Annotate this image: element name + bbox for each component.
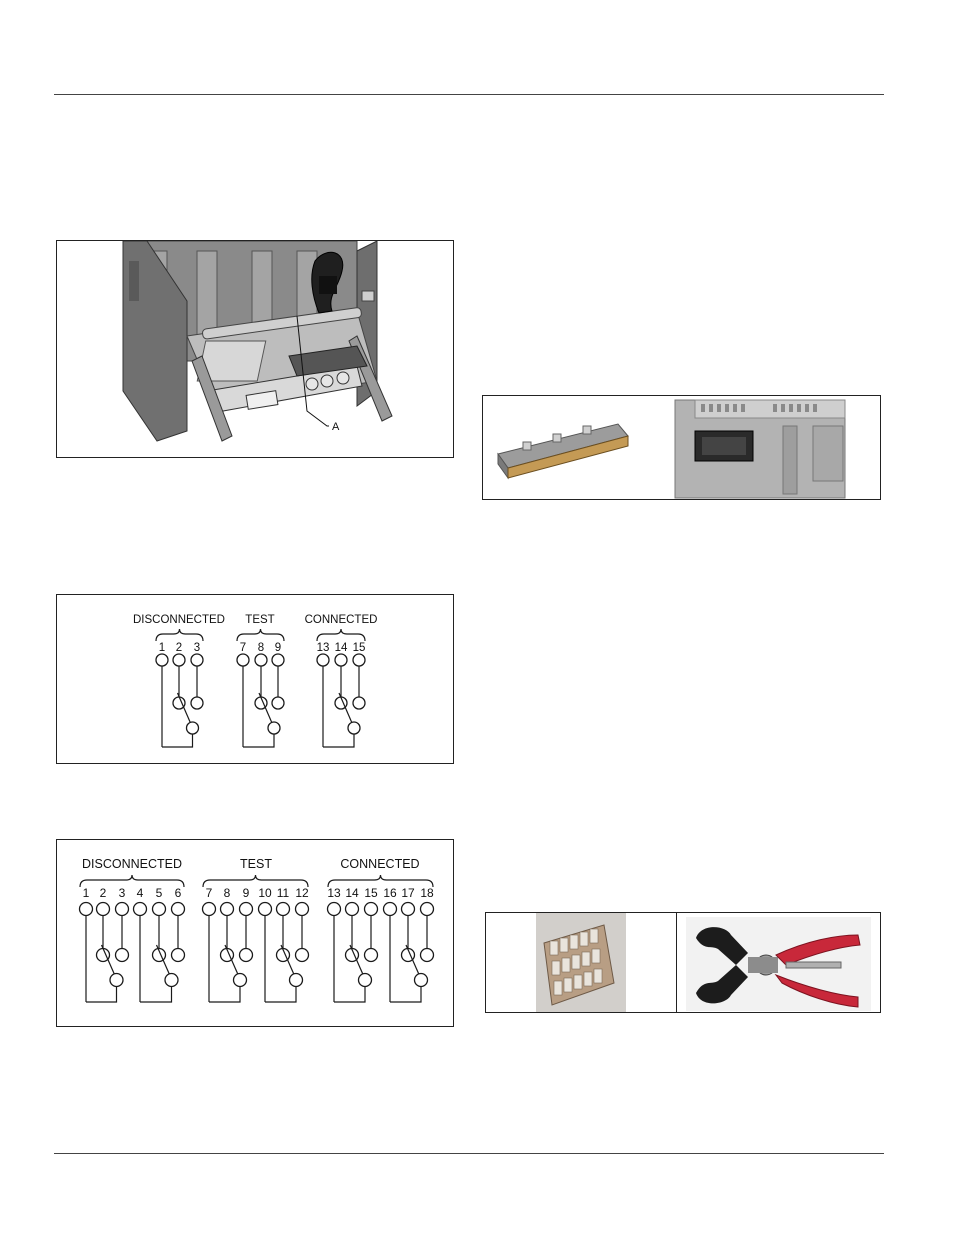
figure-connector-blocks xyxy=(482,395,881,500)
diagram3-group-label: CONNECTED xyxy=(305,614,378,626)
diagram6-group-brace xyxy=(80,875,184,887)
diagram6-group-label: DISCONNECTED xyxy=(82,857,182,871)
diagram6-terminal-number: 14 xyxy=(345,886,359,900)
connector-block-illustration xyxy=(483,396,881,500)
diagram6-terminal-number: 6 xyxy=(175,886,182,900)
diagram3-group-brace xyxy=(317,629,365,641)
diagram6-terminal-number: 9 xyxy=(243,886,250,900)
diagram3-group-label: DISCONNECTED xyxy=(133,614,225,626)
diagram6-terminal-number: 2 xyxy=(100,886,107,900)
diagram6-switch xyxy=(259,903,309,1003)
diagram6-terminal-number: 11 xyxy=(277,886,290,900)
diagram6-terminal-number: 10 xyxy=(258,886,272,900)
diagram6-terminal-number: 3 xyxy=(119,886,126,900)
cradle-illustration: A xyxy=(57,241,454,458)
diagram6-terminal-number: 15 xyxy=(364,886,378,900)
header-rule xyxy=(54,94,884,95)
diagram6-terminal-number: 13 xyxy=(327,886,341,900)
diagram3-group-brace xyxy=(156,629,203,641)
diagram6-switch xyxy=(203,903,253,1003)
diagram3-terminal-number: 15 xyxy=(353,642,366,654)
terminal-tools-illustration xyxy=(486,913,881,1013)
callout-label-a: A xyxy=(332,421,340,433)
diagram6-group-label: CONNECTED xyxy=(340,857,419,871)
diagram3-group-brace xyxy=(237,629,284,641)
diagram3-terminal-number: 2 xyxy=(176,642,182,654)
diagram6-terminal-number: 7 xyxy=(206,886,213,900)
diagram6-terminal-number: 4 xyxy=(137,886,144,900)
diagram3-terminal-number: 7 xyxy=(240,642,246,654)
diagram6-terminal-number: 16 xyxy=(383,886,397,900)
diagram6-group-brace xyxy=(203,875,308,887)
diagram3-switch xyxy=(317,654,365,747)
diagram3-terminal-number: 13 xyxy=(317,642,330,654)
diagram6-terminal-number: 5 xyxy=(156,886,163,900)
diagram6-switch xyxy=(328,903,378,1003)
diagram3-group-label: TEST xyxy=(245,614,274,626)
diagram6-group-label: TEST xyxy=(240,857,272,871)
diagram6-switch xyxy=(384,903,434,1003)
diagram3-terminal-number: 1 xyxy=(159,642,165,654)
diagram3-switch xyxy=(156,654,203,747)
diagram6-switch xyxy=(80,903,129,1003)
diagram6-switch xyxy=(134,903,185,1003)
diagram3-terminal-number: 8 xyxy=(258,642,264,654)
figure-cradle: A xyxy=(56,240,454,458)
diagram6-group-brace xyxy=(328,875,433,887)
diagram6-terminal-number: 8 xyxy=(224,886,231,900)
diagram6-terminal-number: 12 xyxy=(295,886,309,900)
diagram6-terminal-number: 1 xyxy=(83,886,90,900)
diagram3-terminal-number: 9 xyxy=(275,642,281,654)
diagram6-terminal-number: 18 xyxy=(420,886,434,900)
diagram3-terminal-number: 3 xyxy=(194,642,200,654)
figure-terminal-tools xyxy=(485,912,881,1013)
diagram3-terminal-number: 14 xyxy=(335,642,348,654)
diagram6-terminal-number: 17 xyxy=(401,886,415,900)
diagram3-switch xyxy=(237,654,284,747)
footer-rule xyxy=(54,1153,884,1154)
